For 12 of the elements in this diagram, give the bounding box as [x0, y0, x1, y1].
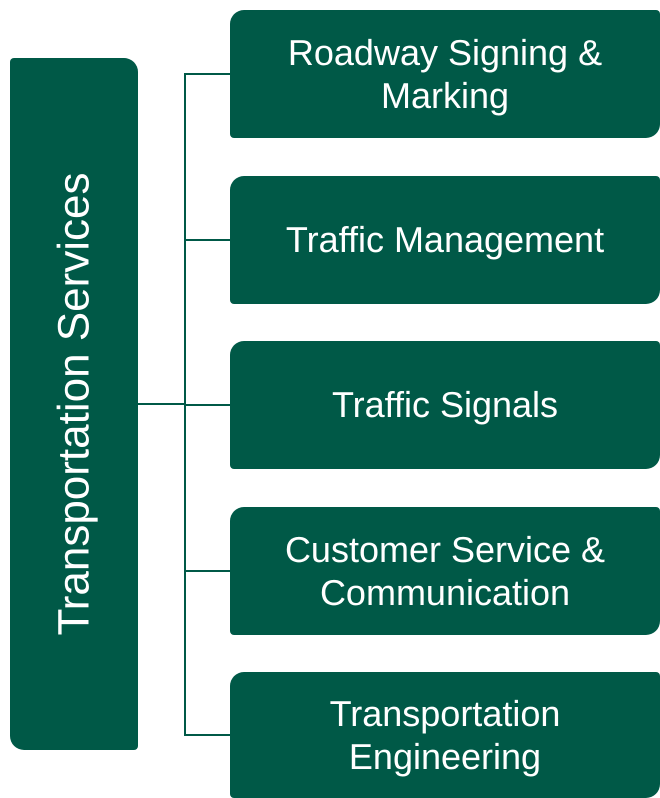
service-label: Traffic Management — [286, 218, 604, 262]
category-title: Transportation Services — [49, 172, 99, 636]
service-box — [230, 507, 660, 635]
service-label: Roadway Signing & Marking — [286, 30, 604, 118]
service-box — [230, 672, 660, 798]
service-box — [230, 341, 660, 469]
service-label: Transportation Engineering — [328, 692, 562, 778]
service-box — [230, 10, 660, 138]
service-label: Traffic Signals — [332, 383, 558, 427]
service-box — [230, 176, 660, 304]
category-bar — [10, 58, 138, 750]
service-label: Customer Service & Communication — [284, 528, 606, 614]
